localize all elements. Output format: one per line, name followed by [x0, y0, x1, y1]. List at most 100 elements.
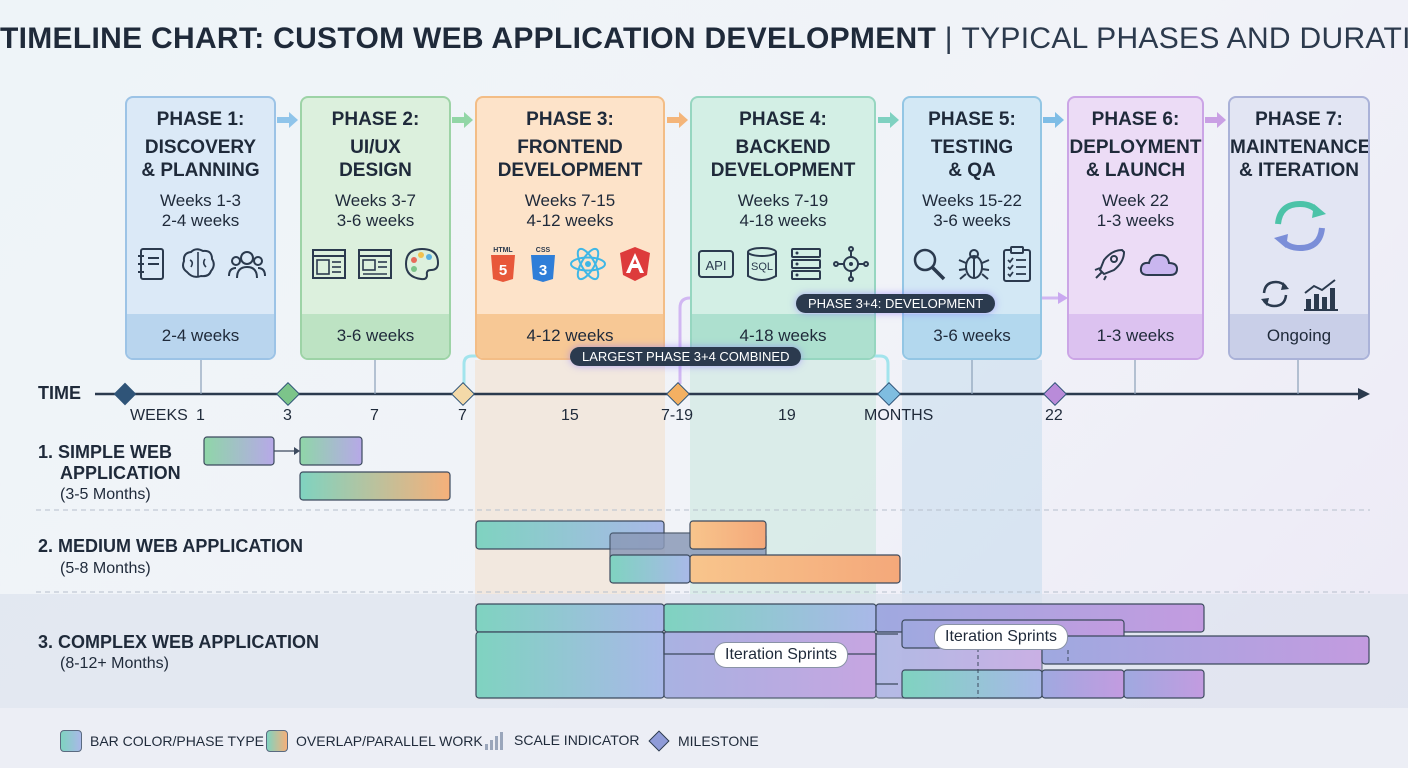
legend-label: BAR COLOR/PHASE TYPE	[90, 733, 265, 749]
milestone-icon	[648, 730, 670, 752]
angular-icon	[620, 247, 650, 281]
react-icon	[570, 247, 606, 281]
phase-weeks: Weeks 7-19	[737, 191, 829, 210]
magnifier-icon	[913, 248, 946, 281]
phase-card-6: PHASE 6: DEPLOYMENT& LAUNCH Week 22 1-3 …	[1067, 96, 1204, 360]
legend-item-overlap: OVERLAP/PARALLEL WORK	[266, 730, 483, 752]
phase-weeks: Weeks 7-15	[524, 191, 616, 210]
phase-label: PHASE 5:	[928, 109, 1016, 130]
legend-swatch	[266, 730, 288, 752]
complex-bar-sprint-d	[1123, 669, 1205, 699]
row-title-complex: 3. COMPLEX WEB APPLICATION	[38, 632, 320, 652]
palette-icon	[404, 247, 439, 281]
cycle-icon	[1274, 200, 1326, 252]
phase-weeks: Weeks 3-7	[335, 191, 416, 210]
brain-icon	[181, 248, 215, 278]
title-separator: |	[944, 22, 953, 55]
phase-card-1: PHASE 1: DISCOVERY& PLANNING Weeks 1-3 2…	[125, 96, 276, 360]
team-icon	[227, 251, 266, 279]
complex-bar-sprint-b	[901, 669, 1043, 699]
medium-bar-testing-b	[689, 554, 901, 584]
phase-duration: 1-3 weeks	[1096, 211, 1175, 230]
phase-label: PHASE 3:	[526, 109, 614, 130]
legend-item-bar-color: BAR COLOR/PHASE TYPE	[60, 730, 264, 752]
phase-label: PHASE 7:	[1255, 109, 1343, 130]
svg-text:3: 3	[539, 262, 547, 279]
svg-text:HTML: HTML	[493, 247, 513, 254]
row-title-medium: 2. MEDIUM WEB APPLICATION	[38, 536, 303, 556]
axis-tick: 7	[458, 407, 467, 424]
complex-bar-block	[475, 631, 665, 699]
legend-item-scale: SCALE INDICATOR	[484, 730, 640, 750]
axis-tick: 15	[561, 407, 579, 424]
axis-tick: 22	[1045, 407, 1063, 424]
dev-overlay-label: PHASE 3+4: DEVELOPMENT	[796, 294, 996, 313]
milestone	[1042, 381, 1068, 407]
phase-footer-duration: 3-6 weeks	[904, 314, 1040, 358]
notebook-icon	[137, 248, 164, 280]
legend-band	[0, 708, 1408, 768]
dev-bracket	[678, 296, 1058, 384]
legend-swatch	[60, 730, 82, 752]
medium-bar-testing-a	[609, 554, 691, 584]
simple-bar-design	[299, 436, 363, 466]
svg-text:SQL: SQL	[751, 261, 773, 273]
row-title-simple: 1. SIMPLE WEB	[38, 442, 173, 462]
checklist-icon	[1003, 246, 1031, 282]
layout-icon	[357, 249, 392, 279]
phase-footer-duration: 3-6 weeks	[302, 314, 449, 358]
axis-tick: 7	[370, 407, 379, 424]
combined-overlay-label: LARGEST PHASE 3+4 COMBINED	[570, 347, 802, 366]
arrow-right-icon	[452, 112, 473, 128]
iteration-sprints-label: Iteration Sprints	[934, 624, 1069, 650]
arrow-right-icon	[667, 112, 688, 128]
network-icon	[833, 246, 869, 282]
simple-bar-discovery	[203, 436, 275, 466]
milestone	[876, 381, 902, 407]
legend-label: SCALE INDICATOR	[514, 732, 640, 748]
row-subtitle-medium: (5-8 Months)	[60, 560, 151, 577]
bug-icon	[958, 249, 990, 280]
row-subtitle-complex: (8-12+ Months)	[60, 655, 169, 672]
axis-tick: 1	[196, 407, 205, 424]
phase-weeks: Weeks 15-22	[922, 191, 1022, 210]
axis-weeks-label: WEEKS	[130, 407, 188, 424]
phase-name: MAINTENANCE& ITERATION	[1230, 137, 1370, 181]
phase-card-5: PHASE 5: TESTING& QA Weeks 15-22 3-6 wee…	[902, 96, 1042, 360]
arrow-right-icon	[878, 112, 899, 128]
arrow-right-icon	[277, 112, 298, 128]
growth-chart-icon	[1304, 279, 1338, 311]
scale-indicator-icon	[485, 732, 503, 750]
api-icon: API	[698, 250, 734, 278]
arrow-right-icon	[1043, 112, 1064, 128]
row-subtitle-simple: (3-5 Months)	[60, 486, 151, 503]
server-icon	[791, 248, 821, 280]
legend-label: MILESTONE	[678, 733, 759, 749]
row-title-simple-2: APPLICATION	[60, 463, 181, 483]
legend-label: OVERLAP/PARALLEL WORK	[296, 733, 483, 749]
axis-tick: 3	[283, 407, 292, 424]
phase-duration: 2-4 weeks	[161, 211, 240, 230]
phase-label: PHASE 2:	[331, 109, 420, 130]
phase-name: DEPLOYMENT& LAUNCH	[1069, 137, 1202, 181]
complex-bar-sprint-c	[1041, 669, 1125, 699]
arrow-right-icon	[1205, 112, 1226, 128]
phase-duration: 4-18 weeks	[739, 211, 827, 230]
phase-footer-duration: 2-4 weeks	[127, 314, 274, 358]
refresh-icon	[1261, 280, 1289, 308]
iteration-sprints-label: Iteration Sprints	[714, 642, 849, 668]
axis-tick: MONTHS	[864, 407, 934, 424]
title-main: TIMELINE CHART: CUSTOM WEB APPLICATION D…	[0, 22, 937, 55]
title-sub: TYPICAL PHASES AND DURATION	[961, 22, 1408, 55]
medium-bar-backend	[689, 520, 767, 550]
phase-duration: 3-6 weeks	[336, 211, 415, 230]
axis-tick: 7-19	[661, 407, 694, 424]
phase-name: DISCOVERY& PLANNING	[141, 137, 260, 181]
